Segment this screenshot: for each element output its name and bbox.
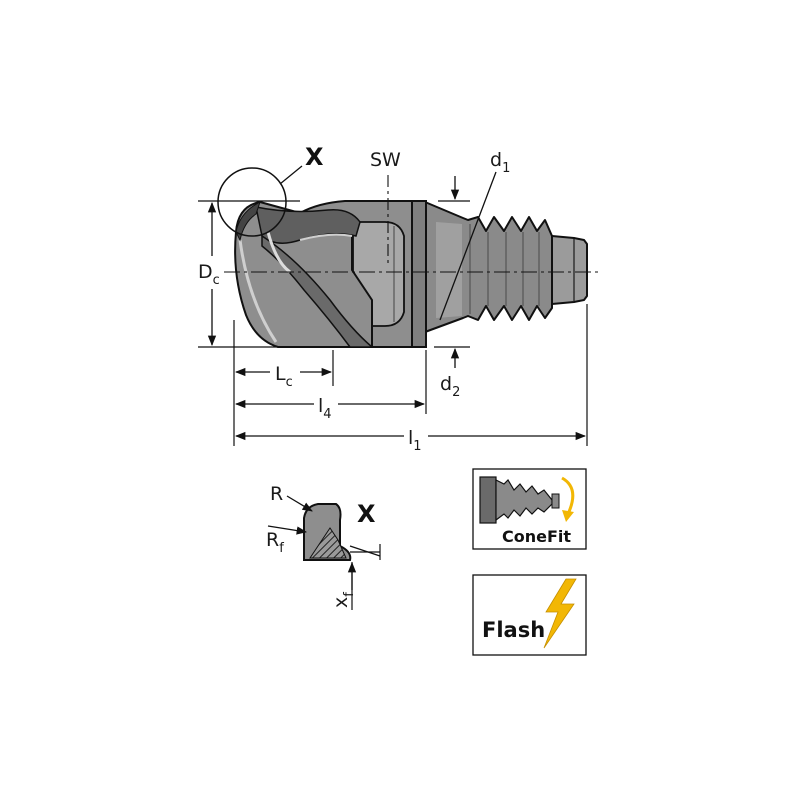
lightning-icon — [543, 578, 577, 649]
callout-x-label: X — [305, 143, 324, 171]
sw-label: SW — [370, 149, 401, 171]
svg-text:Dc: Dc — [198, 261, 220, 288]
detail-callout-circle — [217, 167, 287, 237]
svg-text:d2: d2 — [440, 373, 460, 400]
rotate-arrow-icon — [561, 476, 575, 515]
dim-l1: l1 — [234, 427, 587, 454]
svg-text:Rf: Rf — [266, 529, 284, 556]
svg-text:l4: l4 — [318, 395, 332, 422]
flash-label: Flash — [482, 618, 545, 642]
dim-dc: Dc — [198, 200, 300, 348]
thread-lines — [469, 224, 540, 314]
flute-lower — [261, 234, 375, 348]
detail-r-label: R — [270, 483, 283, 505]
flute-upper — [255, 206, 361, 244]
dim-l4: l4 — [234, 395, 426, 422]
dim-lc: Lc — [234, 363, 333, 390]
end-mill-head — [224, 175, 600, 348]
pilot-tip — [551, 235, 588, 305]
dim-d2: d2 — [434, 346, 470, 400]
conefit-label: ConeFit — [502, 527, 571, 546]
dim-d1: d1 — [438, 149, 510, 321]
flash-badge: Flash — [472, 574, 587, 656]
svg-text:xf: xf — [330, 592, 357, 608]
svg-text:l1: l1 — [408, 427, 422, 454]
detail-title: X — [357, 500, 376, 528]
conefit-badge: ConeFit — [472, 468, 587, 550]
detail-x: R Rf xf X — [266, 483, 381, 610]
svg-text:d1: d1 — [490, 149, 510, 176]
svg-text:Lc: Lc — [275, 363, 293, 390]
